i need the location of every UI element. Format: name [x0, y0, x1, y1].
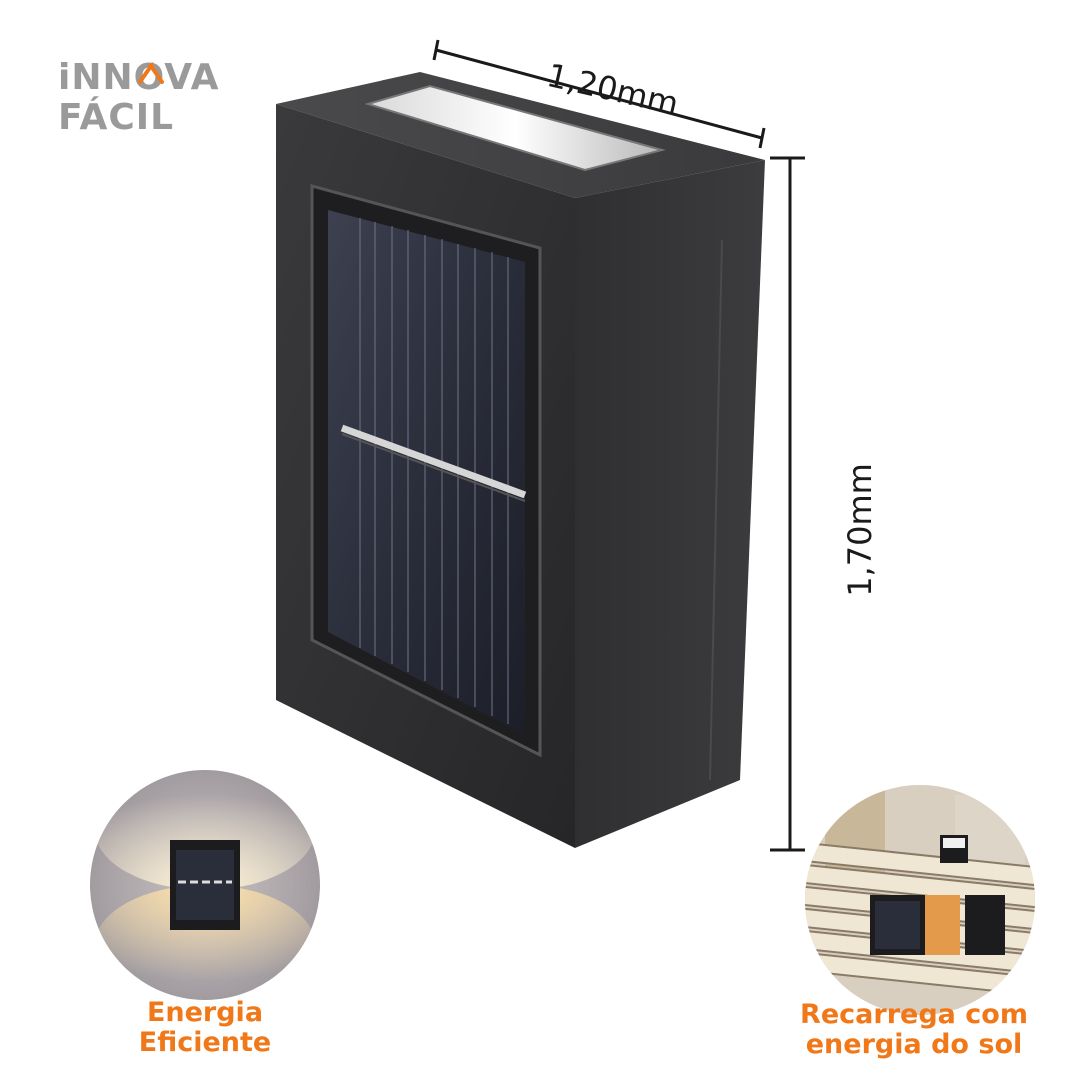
lamp-top-light-window — [364, 84, 666, 172]
feature-caption-line-2: energia do sol — [805, 1029, 1023, 1060]
wall-lamp-glow-photo-icon — [95, 770, 315, 1000]
feature-caption-line-1: Energia — [146, 997, 264, 1028]
solar-panel-busbar — [340, 424, 527, 502]
logo-line-1: iNNOVA — [58, 57, 220, 98]
width-dimension-line — [432, 39, 766, 149]
feature-caption-solar-recharge: Recarrega com energia do sol — [800, 1000, 1028, 1060]
outdoor-solar-lamp-photo-icon — [805, 785, 1035, 1015]
height-dimension-line — [770, 156, 805, 852]
feature-caption-line-1: Recarrega com — [800, 999, 1028, 1030]
feature-image-solar-recharge — [805, 785, 1035, 1015]
feature-caption-line-2: Eficiente — [138, 1027, 272, 1058]
feature-caption-energy-efficient: Energia Eficiente — [139, 998, 271, 1058]
lamp-side-face — [575, 160, 765, 848]
logo-line-2: FÁCIL — [58, 97, 175, 138]
brand-logo: iNNOVA FÁCIL — [58, 57, 220, 158]
logo-arrow-icon — [138, 62, 164, 84]
feature-image-energy-efficient — [90, 770, 320, 1000]
